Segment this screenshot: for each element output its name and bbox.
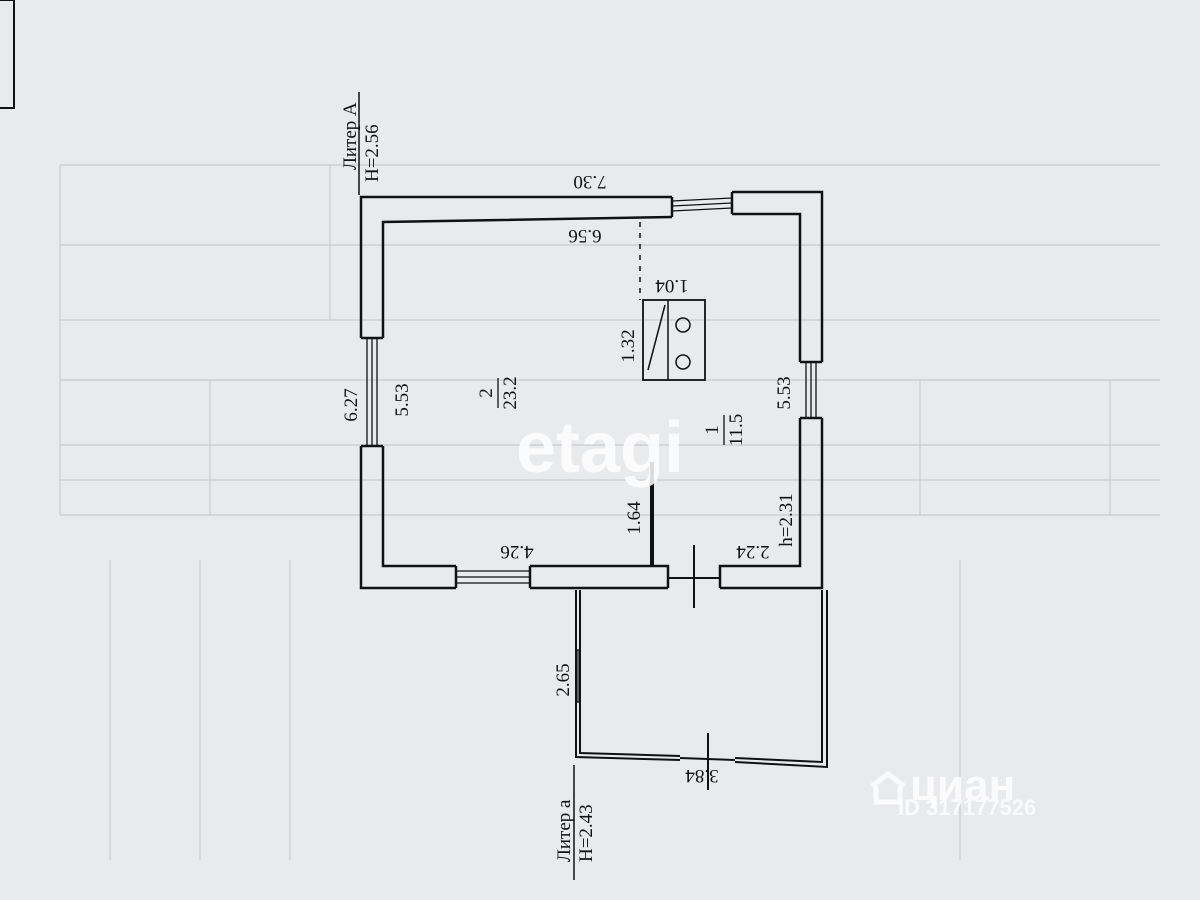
litera-ext-label: Литер а	[554, 799, 575, 862]
background-form-lines	[59, 164, 1160, 860]
dim-bottom-left: 4.26	[500, 541, 533, 562]
dim-outer-left: 6.27	[341, 388, 362, 421]
etagi-watermark: etagi	[516, 408, 684, 488]
dim-inner-right: 5.53	[774, 376, 795, 409]
cian-listing-id: ID 317177526	[898, 795, 1036, 820]
cian-logo-text: циан	[910, 761, 1015, 810]
litera-ext: Литер а H=2.43	[554, 799, 597, 862]
dim-inner-width: 6.56	[568, 225, 601, 246]
dim-stove-width: 1.04	[655, 275, 689, 296]
dim-partition: 1.64	[624, 501, 645, 535]
dim-bottom-right: 2.24	[736, 541, 770, 562]
room-2: 2 23.2	[476, 376, 521, 409]
door-opening	[668, 545, 720, 608]
dim-stove-height: 1.32	[618, 329, 639, 362]
corner-frame	[0, 0, 15, 109]
stove	[642, 299, 706, 381]
window-left	[366, 338, 378, 446]
litera-main-height: H=2.56	[362, 124, 383, 182]
room-2-area: 23.2	[500, 376, 521, 409]
main-walls	[359, 190, 824, 590]
dim-inner-left: 5.53	[392, 383, 413, 416]
extension-window-left	[576, 649, 580, 703]
litera-ext-height: H=2.43	[576, 804, 597, 862]
window-right	[805, 362, 817, 418]
dim-ext-side: 2.65	[553, 663, 574, 696]
cian-watermark: циан ID 317177526	[870, 761, 1036, 820]
litera-main-label: Литер А	[340, 102, 361, 170]
room-2-number: 2	[476, 388, 497, 398]
litera-main: Литер А H=2.56	[340, 102, 383, 182]
dim-outer-width: 7.30	[573, 171, 606, 192]
ceiling-height: h=2.31	[776, 493, 797, 546]
extension-walls	[575, 590, 828, 769]
dim-ext-bottom: 3.84	[685, 765, 719, 786]
room-1-number: 1	[702, 425, 723, 435]
cian-logo-icon	[870, 770, 906, 805]
room-1: 1 11.5	[702, 414, 747, 447]
room-1-area: 11.5	[726, 414, 747, 447]
window-top	[671, 197, 733, 212]
extension-door	[679, 733, 736, 790]
window-bottom	[456, 570, 530, 584]
